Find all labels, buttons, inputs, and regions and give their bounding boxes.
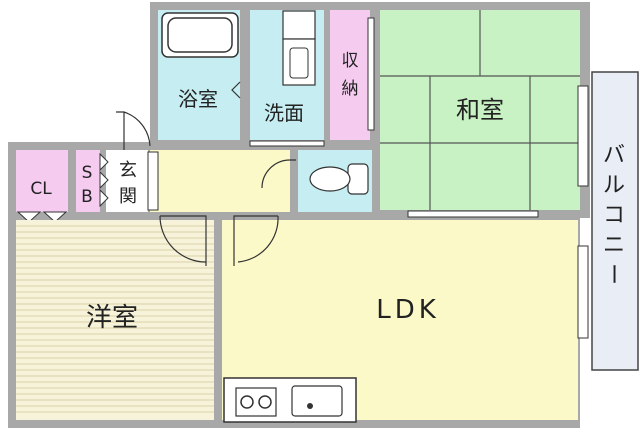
label-shoe-box-b: B	[81, 187, 93, 207]
label-ldk: LDK	[376, 295, 440, 325]
label-japanese-room: 和室	[456, 96, 504, 124]
balcony-label-char: ル	[603, 173, 625, 198]
balcony-label-char: ニ	[603, 233, 625, 258]
balcony-label-char: ー	[600, 263, 625, 285]
label-closet: CL	[30, 179, 52, 199]
bath-door	[231, 81, 241, 99]
burner-left-icon	[240, 395, 254, 409]
washing-machine	[282, 10, 316, 40]
closet-door-icon	[16, 211, 68, 223]
entrance-door-swing	[116, 111, 151, 150]
storage-door	[367, 17, 375, 131]
ldk-door-swing	[233, 215, 279, 266]
ldk-window	[577, 245, 589, 339]
bathtub-inner	[167, 17, 233, 53]
label-bath: 浴室	[178, 87, 218, 111]
label-western-room: 洋室	[86, 303, 138, 333]
balcony	[591, 71, 639, 371]
balcony-label-char: コ	[603, 203, 625, 228]
western-room-door-swing	[159, 215, 207, 266]
label-washroom: 洗面	[264, 101, 304, 125]
kitchen-sink	[291, 385, 343, 417]
faucet-icon	[307, 403, 313, 409]
toilet-door-swing	[261, 159, 296, 189]
shoe-box	[76, 150, 100, 212]
western-room	[16, 220, 214, 420]
flooring-lines	[16, 225, 214, 413]
wash-basin	[289, 47, 309, 79]
entrance-door-icon	[99, 152, 109, 208]
label-entrance-1: 玄	[119, 160, 137, 181]
label-storage-2: 納	[342, 79, 359, 99]
entrance-frame	[147, 151, 159, 211]
label-entrance-2: 関	[119, 186, 137, 207]
japanese-room-window	[577, 85, 589, 187]
toilet-icon	[309, 163, 369, 195]
storage-room	[330, 10, 370, 140]
japanese-room-sliding-door	[407, 210, 539, 218]
closet	[16, 150, 68, 212]
entrance	[106, 150, 148, 212]
balcony-label-char: バ	[603, 143, 625, 168]
label-shoe-box-s: S	[82, 163, 93, 183]
label-storage-1: 収	[342, 51, 359, 71]
burner-right-icon	[258, 395, 272, 409]
hallway	[150, 150, 290, 212]
tatami-lines	[380, 10, 580, 210]
washroom-door-track	[249, 140, 325, 147]
